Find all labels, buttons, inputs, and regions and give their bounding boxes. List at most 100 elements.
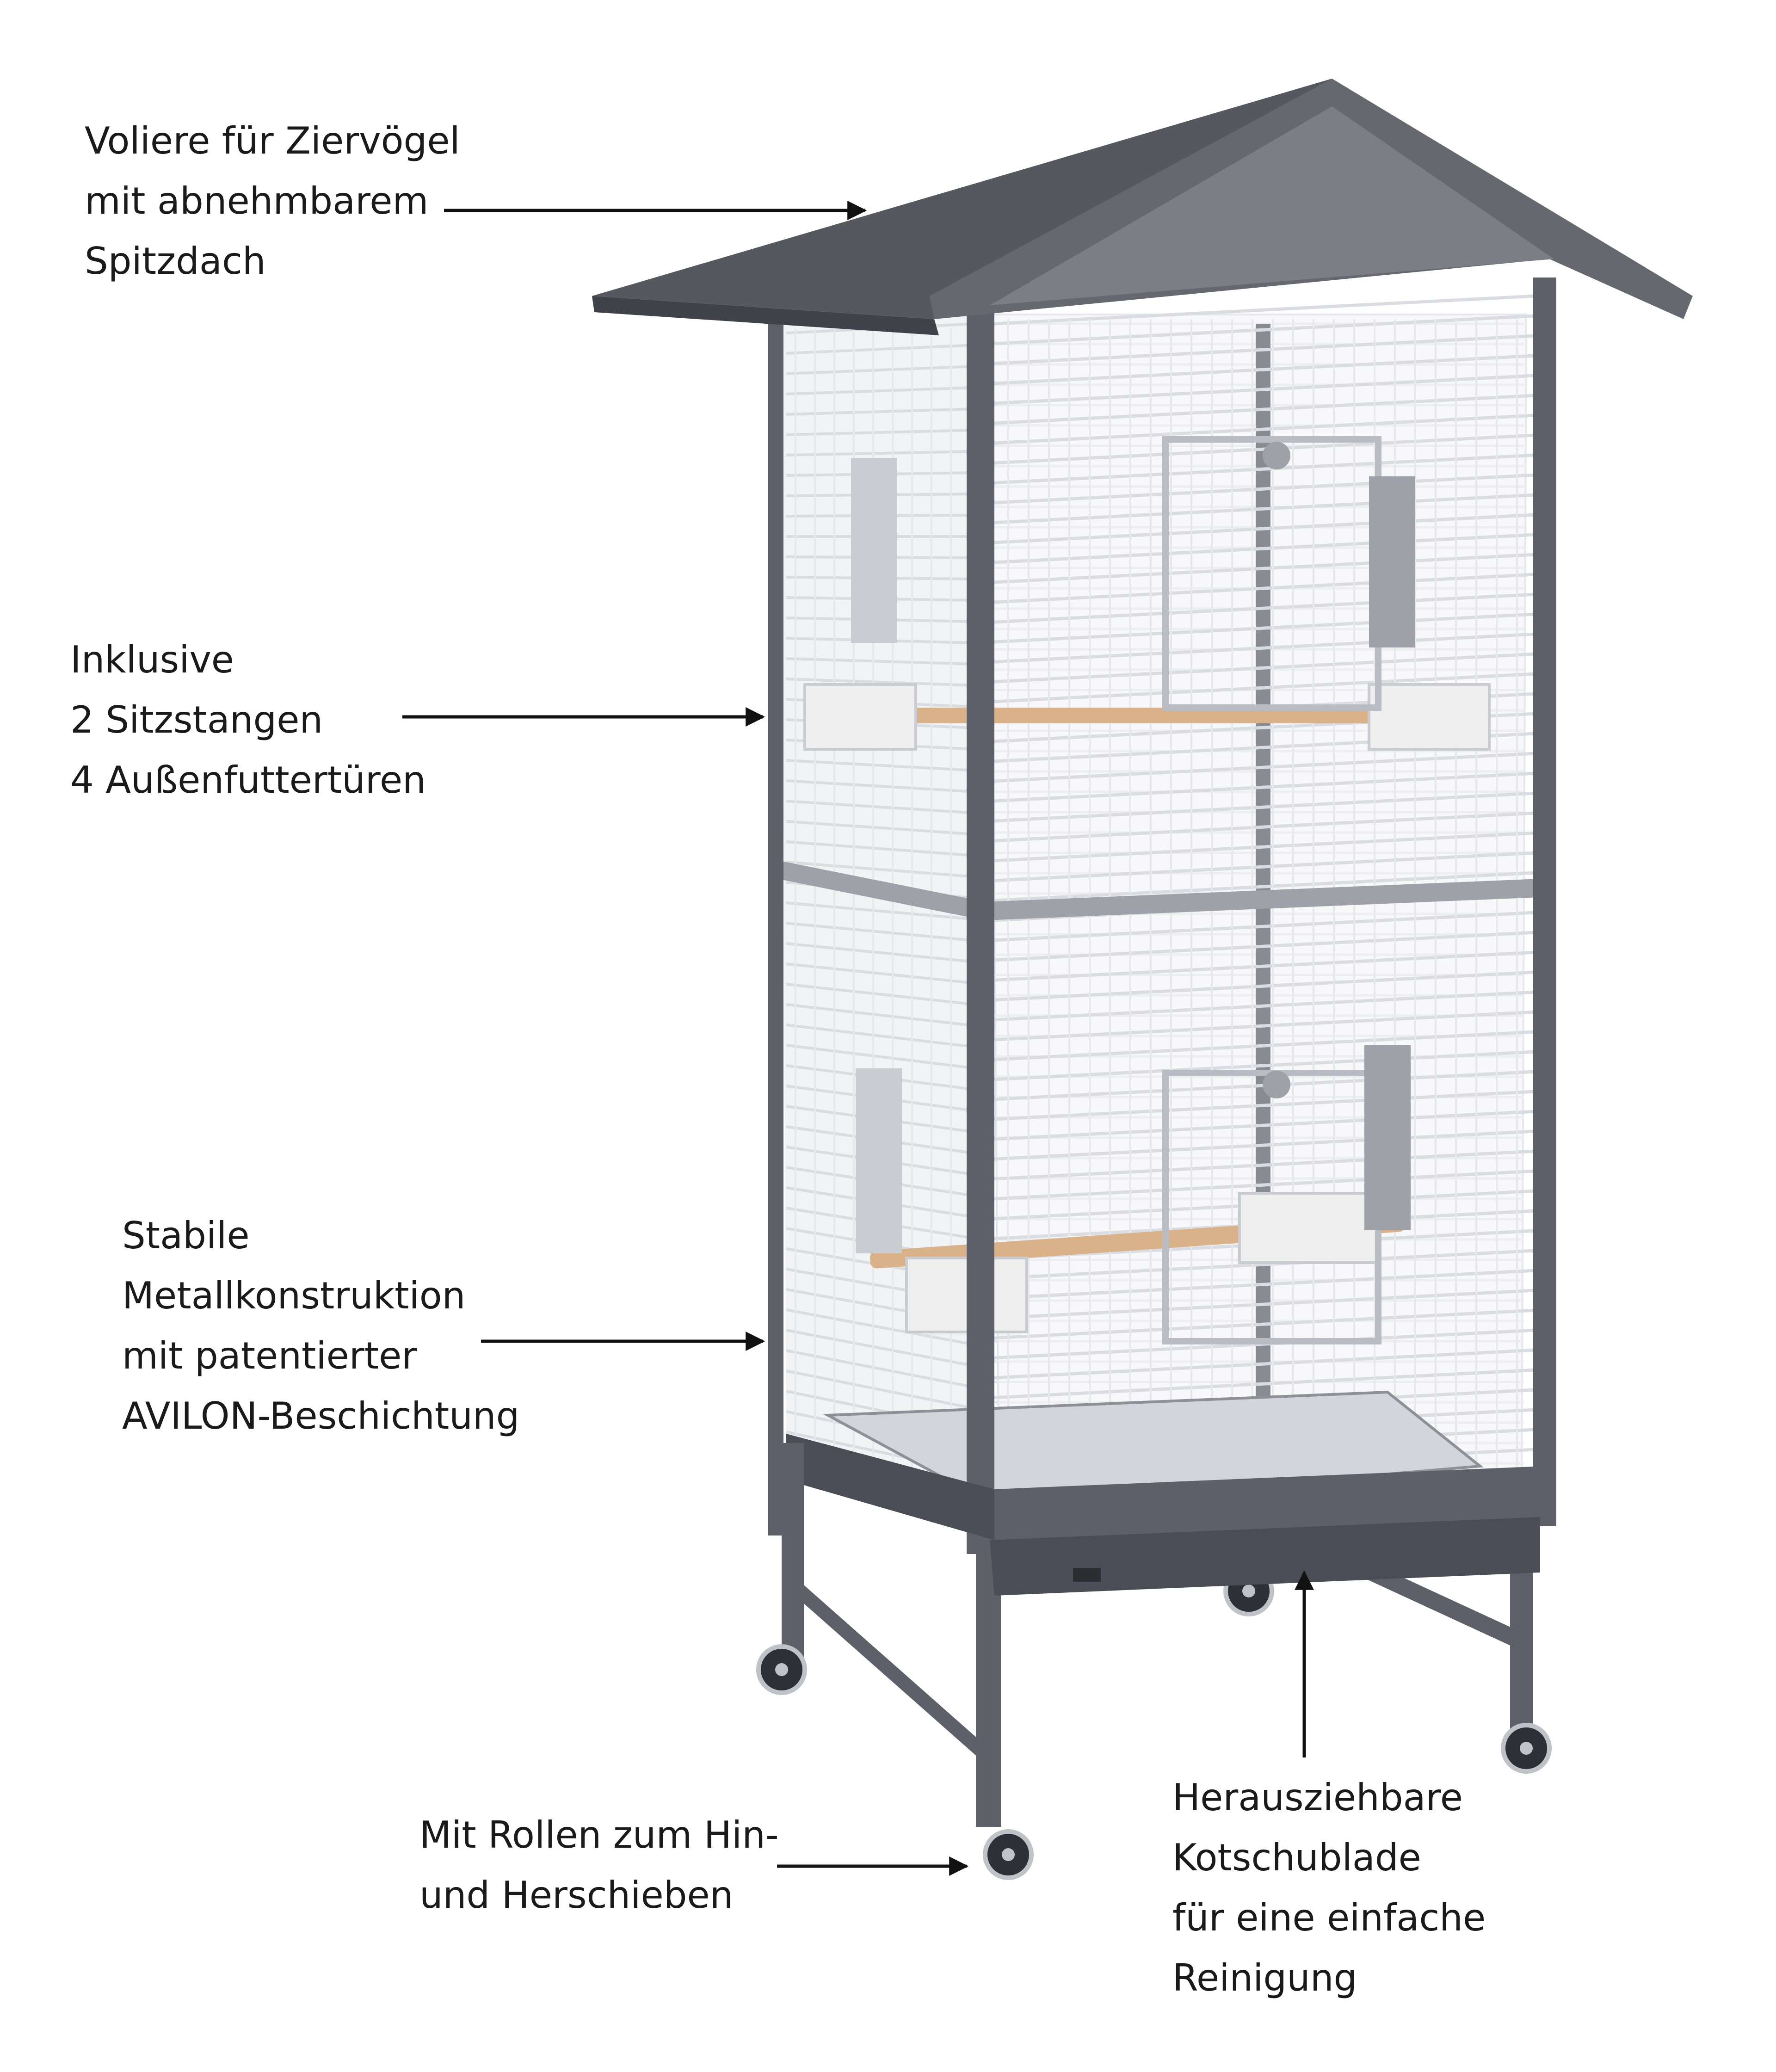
front-panel-horizontal-wire bbox=[994, 791, 1536, 823]
upper-left-ladder bbox=[851, 458, 897, 643]
droppings-drawer bbox=[990, 1517, 1540, 1596]
front-panel-horizontal-wire bbox=[994, 1030, 1536, 1061]
side-panel-wire bbox=[786, 1349, 976, 1389]
front-right-post bbox=[1533, 278, 1556, 1526]
front-panel-horizontal-wire bbox=[994, 811, 1536, 843]
side-panel-wire bbox=[786, 942, 976, 963]
side-panel-wire bbox=[786, 344, 976, 355]
side-panel-wire bbox=[786, 678, 976, 687]
front-panel-horizontal-wire bbox=[994, 1308, 1536, 1340]
side-panel-wire bbox=[786, 962, 976, 985]
front-panel-horizontal-wire bbox=[994, 1348, 1536, 1380]
front-panel-horizontal-wire bbox=[994, 334, 1536, 365]
caster-hub bbox=[1242, 1585, 1255, 1597]
side-panel-fill bbox=[782, 314, 976, 1522]
front-panel-horizontal-wire bbox=[994, 831, 1536, 863]
front-panel-horizontal-wire bbox=[994, 513, 1536, 544]
side-panel-wire bbox=[786, 1044, 976, 1070]
side-panel-wire bbox=[786, 1329, 976, 1368]
side-panel-wire bbox=[786, 429, 976, 436]
front-panel-horizontal-wire bbox=[994, 453, 1536, 485]
front-panel-horizontal-wire bbox=[994, 1010, 1536, 1042]
front-panel-horizontal-wire bbox=[994, 573, 1536, 604]
caster-hub bbox=[1520, 1742, 1533, 1755]
side-panel-wire bbox=[786, 1024, 976, 1048]
callout-roof-line-2: mit abnehmbarem bbox=[85, 179, 429, 222]
front-panel-horizontal-wire bbox=[994, 1289, 1536, 1320]
side-panel-wire bbox=[786, 1369, 976, 1410]
front-panel-horizontal-wire bbox=[994, 990, 1536, 1022]
upper-right-ladder bbox=[1369, 476, 1415, 648]
side-panel-wire bbox=[786, 386, 976, 395]
front-panel-horizontal-wire bbox=[994, 871, 1536, 902]
front-panel-horizontal-wire bbox=[994, 612, 1536, 644]
callout-drawer-line-1: Herausziehbare bbox=[1172, 1776, 1463, 1819]
callout-drawer-line-2: Kotschublade bbox=[1172, 1836, 1421, 1879]
side-panel-wire bbox=[786, 365, 976, 375]
pitched-roof bbox=[592, 79, 1693, 335]
side-panel-wire bbox=[786, 759, 976, 772]
lower-left-ladder bbox=[856, 1068, 902, 1253]
callout-perches-line-3: 4 Außenfuttertüren bbox=[70, 758, 426, 802]
side-panel-wire bbox=[786, 1003, 976, 1027]
callout-drawer: Herausziehbare Kotschublade für eine ein… bbox=[1172, 1768, 1486, 2008]
upper-door-latch bbox=[1263, 442, 1290, 469]
caster-hub bbox=[1002, 1848, 1015, 1861]
callout-drawer-line-4: Reinigung bbox=[1172, 1956, 1357, 1999]
side-panel-wire bbox=[786, 840, 976, 857]
upper-right-feeder bbox=[1368, 683, 1491, 751]
front-panel-horizontal-wire bbox=[994, 950, 1536, 982]
front-panel-horizontal-wire bbox=[994, 473, 1536, 505]
callout-wheels-line-2: und Herschieben bbox=[419, 1874, 734, 1917]
front-panel-horizontal-wire bbox=[994, 354, 1536, 385]
front-panel-horizontal-wire bbox=[994, 294, 1536, 326]
stand-leg-back-left bbox=[782, 1443, 804, 1660]
front-panel-horizontal-wire bbox=[994, 592, 1536, 624]
drawer-handle bbox=[1073, 1568, 1101, 1582]
side-panel-wire bbox=[786, 779, 976, 793]
side-panel-wire bbox=[786, 922, 976, 942]
callout-wheels-line-1: Mit Rollen zum Hin- bbox=[419, 1813, 779, 1856]
front-panel-horizontal-wire bbox=[994, 752, 1536, 783]
side-panel-wire bbox=[786, 820, 976, 836]
callout-construction-line-2: Metallkonstruktion bbox=[122, 1274, 466, 1317]
front-panel-horizontal-wire bbox=[994, 493, 1536, 524]
side-panel-wire bbox=[786, 450, 976, 456]
base-tray-side bbox=[786, 1434, 994, 1540]
callout-roof-line-1: Voliere für Ziervögel bbox=[85, 119, 460, 162]
lower-right-ladder bbox=[1364, 1045, 1411, 1230]
callout-construction-line-4: AVILON-Beschichtung bbox=[122, 1394, 520, 1437]
front-panel-horizontal-wire bbox=[994, 652, 1536, 684]
callout-perches-line-1: Inklusive bbox=[70, 638, 234, 681]
side-panel-wire bbox=[786, 657, 976, 666]
front-panel-horizontal-wire bbox=[994, 394, 1536, 425]
side-panel-wire bbox=[786, 901, 976, 921]
front-panel-horizontal-wire bbox=[994, 632, 1536, 664]
callout-wheels: Mit Rollen zum Hin- und Herschieben bbox=[419, 1805, 779, 1925]
front-panel-horizontal-wire bbox=[994, 553, 1536, 584]
side-panel-wire bbox=[786, 983, 976, 1006]
callout-construction-line-1: Stabile bbox=[122, 1214, 250, 1257]
stand-brace-left bbox=[800, 1582, 978, 1758]
front-panel-horizontal-wire bbox=[994, 771, 1536, 803]
front-panel-horizontal-wire bbox=[994, 314, 1536, 345]
front-panel-horizontal-wire bbox=[994, 1149, 1536, 1181]
side-panel-wire bbox=[786, 800, 976, 814]
side-panel-wire bbox=[786, 1308, 976, 1346]
callout-roof: Voliere für Ziervögel mit abnehmbarem Sp… bbox=[85, 111, 460, 291]
front-panel-horizontal-wire bbox=[994, 672, 1536, 703]
front-panel-horizontal-wire bbox=[994, 1129, 1536, 1161]
callout-roof-line-3: Spitzdach bbox=[85, 240, 266, 283]
lower-door-latch bbox=[1263, 1071, 1290, 1098]
front-panel-horizontal-wire bbox=[994, 1050, 1536, 1081]
front-panel-horizontal-wire bbox=[994, 413, 1536, 445]
front-panel-horizontal-wire bbox=[994, 931, 1536, 962]
drawer-front bbox=[990, 1517, 1540, 1596]
left-back-post bbox=[768, 324, 783, 1536]
front-panel-horizontal-wire bbox=[994, 374, 1536, 405]
base-tray-front bbox=[994, 1466, 1545, 1540]
front-left-post bbox=[967, 305, 994, 1554]
front-panel-horizontal-wire bbox=[994, 1368, 1536, 1400]
